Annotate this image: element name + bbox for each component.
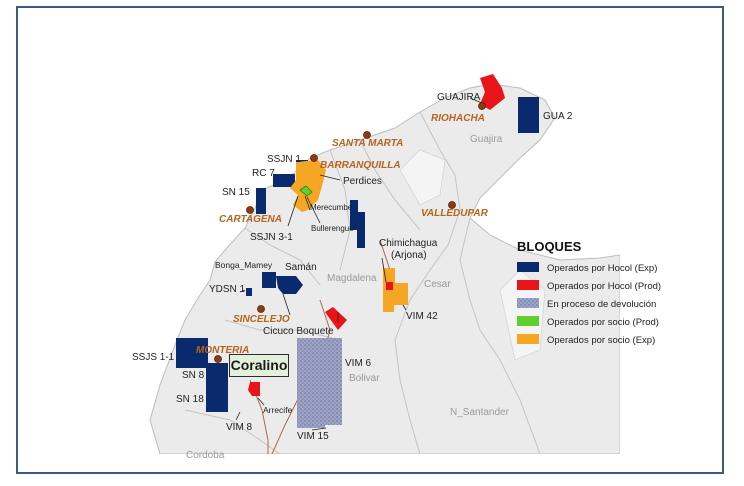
region-label-n-santander: N_Santander xyxy=(450,407,510,418)
block-label-ssjn1: SSJN 1 xyxy=(267,154,301,165)
block-label-guajira: GUAJIRA xyxy=(437,92,481,103)
region-label-cordoba: Cordoba xyxy=(186,450,225,461)
block-label-bullerengue: Bullerengue xyxy=(311,224,354,233)
block-label-vim8: VIM 8 xyxy=(226,422,253,433)
block-gua2[interactable] xyxy=(518,97,539,133)
city-label-riohacha: RIOHACHA xyxy=(431,113,485,124)
legend-label-devolucion: En proceso de devolución xyxy=(547,299,656,310)
block-perdices[interactable] xyxy=(290,160,326,212)
region-label-bolivar: Bolivar xyxy=(349,373,380,384)
block-arrecife[interactable] xyxy=(248,382,260,396)
city-label-valledupar: VALLEDUPAR xyxy=(421,208,489,219)
block-label-sn8: SN 8 xyxy=(182,370,205,381)
block-label-perdices: Perdices xyxy=(343,176,382,187)
block-label-merecumbe: Merecumbe xyxy=(310,203,353,212)
legend-label-hocol-exp: Operados por Hocol (Exp) xyxy=(547,263,657,274)
block-label-vim15: VIM 15 xyxy=(297,431,329,442)
legend-label-hocol-prod: Operados por Hocol (Prod) xyxy=(547,281,661,292)
block-vim42[interactable] xyxy=(383,268,408,312)
coralino-highlight-label: Coralino xyxy=(229,354,289,377)
city-label-barranquilla: BARRANQUILLA xyxy=(320,160,401,171)
block-label-sn15: SN 15 xyxy=(222,187,250,198)
block-label-ydsn1: YDSN 1 xyxy=(209,284,246,295)
region-label-cesar: Cesar xyxy=(424,279,451,290)
block-sn15[interactable] xyxy=(256,188,266,214)
block-bonga-mamey[interactable] xyxy=(262,272,276,288)
block-saman[interactable] xyxy=(276,276,303,294)
block-ssjs11[interactable] xyxy=(176,338,208,368)
legend-swatch-hocol-exp xyxy=(517,262,539,272)
legend-swatch-socio-exp xyxy=(517,334,539,344)
block-ydsn1[interactable] xyxy=(246,288,252,296)
block-label-chimichagua: Chimichagua xyxy=(379,238,438,249)
legend-label-socio-exp: Operados por socio (Exp) xyxy=(547,335,655,346)
block-rc7[interactable] xyxy=(273,174,295,187)
city-label-cartagena: CARTAGENA xyxy=(219,214,282,225)
city-label-sincelejo: SINCELEJO xyxy=(233,314,290,325)
block-sn18[interactable] xyxy=(206,388,228,412)
legend-title: BLOQUES xyxy=(517,239,582,254)
block-label-vim42: VIM 42 xyxy=(406,311,438,322)
department-boundaries xyxy=(184,111,541,454)
block-label-ssjn31: SSJN 3-1 xyxy=(250,232,293,243)
block-label-bonga-mamey: Bonga_Mamey xyxy=(215,260,273,270)
region-label-magdalena: Magdalena xyxy=(327,273,377,284)
block-vim6-vim15[interactable] xyxy=(297,338,342,428)
block-merecumbe[interactable] xyxy=(299,185,313,197)
legend-swatch-hocol-prod xyxy=(517,280,539,290)
city-label-santa-marta: SANTA MARTA xyxy=(332,138,403,149)
block-cicuco-boquete[interactable] xyxy=(325,307,347,330)
legend: BLOQUES Operados por Hocol (Exp) Operado… xyxy=(517,239,661,346)
city-markers xyxy=(214,102,486,363)
block-label-sn18: SN 18 xyxy=(176,394,204,405)
block-label-saman: Samán xyxy=(285,262,317,273)
sierra-relief xyxy=(399,149,446,206)
leader-lines xyxy=(235,97,483,431)
region-label-guajira: Guajira xyxy=(470,134,503,145)
legend-label-socio-prod: Operados por socio (Prod) xyxy=(547,317,659,328)
legend-swatch-socio-prod xyxy=(517,316,539,326)
block-guajira[interactable] xyxy=(480,74,505,110)
legend-swatch-devolucion xyxy=(517,298,539,308)
block-label-arjona: (Arjona) xyxy=(391,250,427,261)
block-label-vim6: VIM 6 xyxy=(345,358,372,369)
block-label-arrecife: Arrecife xyxy=(263,405,293,415)
block-label-rc7: RC 7 xyxy=(252,168,275,179)
block-sn8[interactable] xyxy=(206,363,228,388)
block-label-cicuco-boquete: Cicuco Boquete xyxy=(263,326,334,337)
city-label-monteria: MONTERIA xyxy=(196,345,249,356)
block-label-gua2: GUA 2 xyxy=(543,111,573,122)
block-arjona-prod[interactable] xyxy=(386,282,393,290)
block-magdalena-exp[interactable] xyxy=(350,200,365,248)
block-label-ssjs11: SSJS 1-1 xyxy=(132,352,175,363)
